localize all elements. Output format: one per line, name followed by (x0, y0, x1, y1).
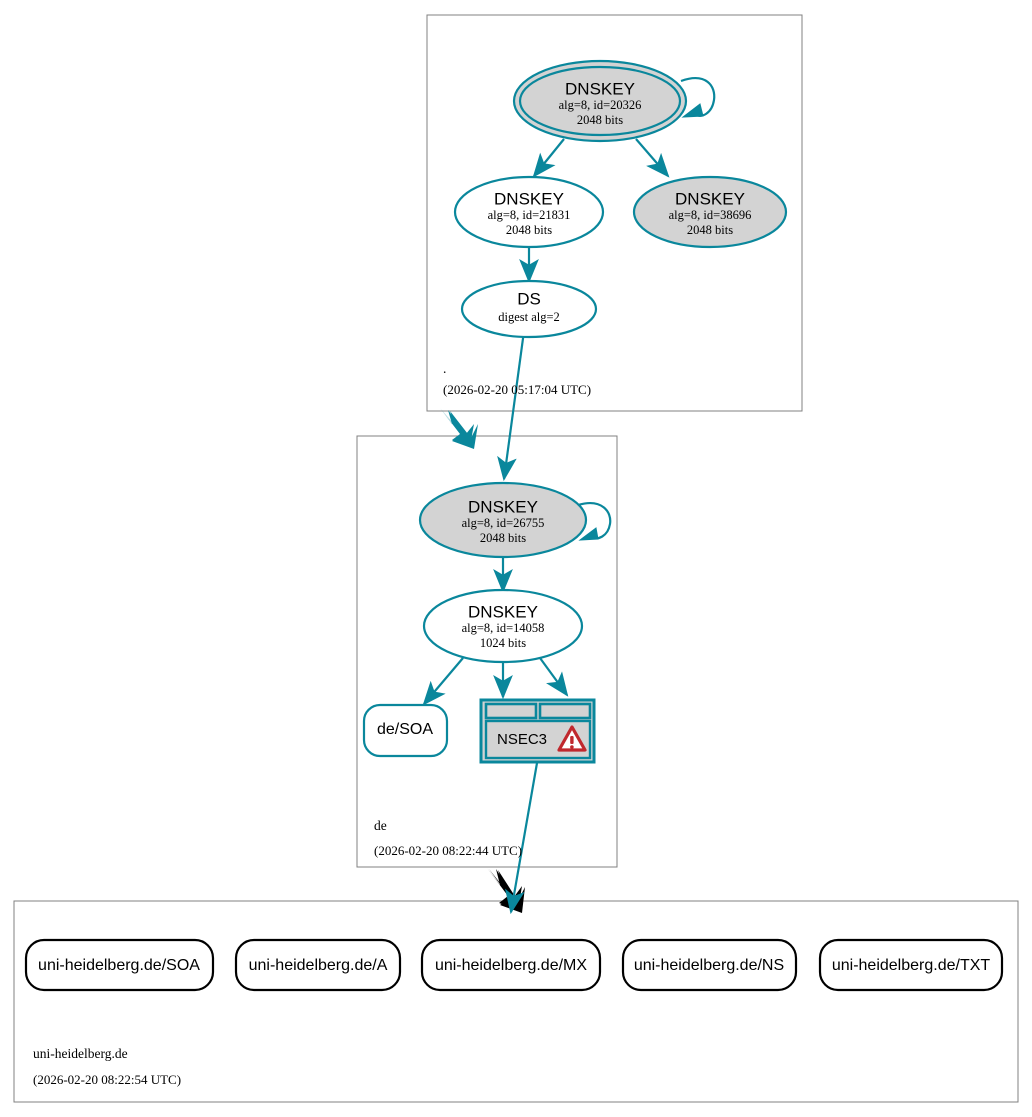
node-line2: alg=8, id=38696 (669, 208, 752, 222)
rrset-node-uni-heidelberg-de-txt[interactable]: uni-heidelberg.de/TXT (818, 938, 1004, 992)
node-label: de/SOA (377, 721, 433, 738)
node-dnskey-root-20326[interactable]: DNSKEY alg=8, id=20326 2048 bits (512, 59, 688, 143)
node-title: DNSKEY (675, 189, 745, 208)
node-dnskey-root-21831[interactable]: DNSKEY alg=8, id=21831 2048 bits (453, 175, 605, 249)
node-dnskey-de-14058[interactable]: DNSKEY alg=8, id=14058 1024 bits (422, 588, 584, 664)
rrset-node-uni-heidelberg-de-ns[interactable]: uni-heidelberg.de/NS (621, 938, 798, 992)
node-label: NSEC3 (497, 731, 547, 748)
zone-timestamp-root: (2026-02-20 05:17:04 UTC) (443, 382, 591, 397)
rrset-node-uni-heidelberg-de-a[interactable]: uni-heidelberg.de/A (234, 938, 402, 992)
rrset-label: uni-heidelberg.de/A (249, 957, 388, 974)
node-dnskey-root-38696[interactable]: DNSKEY alg=8, id=38696 2048 bits (632, 175, 788, 249)
node-line2: alg=8, id=14058 (462, 621, 545, 635)
node-title: DNSKEY (468, 497, 538, 516)
node-line2: alg=8, id=21831 (488, 208, 571, 222)
node-line3: 2048 bits (506, 223, 552, 237)
zone-timestamp-uni-heidelberg-de: (2026-02-20 08:22:54 UTC) (33, 1072, 181, 1087)
edge-root-ksk-self-sign (680, 77, 716, 118)
node-line3: 2048 bits (577, 113, 623, 127)
node-rrset-de-nsec3[interactable]: NSEC3 (479, 698, 596, 764)
rrset-label: uni-heidelberg.de/NS (634, 957, 784, 974)
node-line2: digest alg=2 (498, 310, 560, 324)
node-title: DNSKEY (468, 602, 538, 621)
node-title: DS (517, 289, 541, 308)
edge-root-ksk-to-zsk21831 (532, 138, 565, 178)
zone-label-de: de (374, 818, 387, 833)
node-line3: 1024 bits (480, 636, 526, 650)
node-line2: alg=8, id=20326 (559, 98, 642, 112)
node-title: DNSKEY (565, 79, 635, 98)
rrset-node-uni-heidelberg-de-soa[interactable]: uni-heidelberg.de/SOA (24, 938, 215, 992)
node-ds-root[interactable]: DS digest alg=2 (460, 279, 598, 339)
rrset-node-uni-heidelberg-de-mx[interactable]: uni-heidelberg.de/MX (420, 938, 602, 992)
node-line2: alg=8, id=26755 (462, 516, 545, 530)
node-line3: 2048 bits (480, 531, 526, 545)
zone-label-root: . (443, 361, 446, 376)
edge-nsec3-to-uni-heidelberg (505, 762, 539, 915)
rrset-label: uni-heidelberg.de/MX (435, 957, 587, 974)
node-title: DNSKEY (494, 189, 564, 208)
delegation-arrow-root-to-de (440, 408, 478, 449)
edge-de-zsk-to-de-soa (422, 657, 464, 706)
node-rrset-de-soa[interactable]: de/SOA (362, 703, 449, 758)
edge-ds-to-de-ksk (497, 330, 526, 482)
rrset-label: uni-heidelberg.de/SOA (38, 957, 200, 974)
edge-de-zsk-to-nsec3-right (539, 657, 569, 697)
edge-root-ksk-to-key38696 (635, 138, 670, 178)
zone-timestamp-de: (2026-02-20 08:22:44 UTC) (374, 843, 522, 858)
node-line3: 2048 bits (687, 223, 733, 237)
node-dnskey-de-26755[interactable]: DNSKEY alg=8, id=26755 2048 bits (418, 481, 588, 559)
zone-label-uni-heidelberg-de: uni-heidelberg.de (33, 1046, 128, 1061)
warning-triangle-icon (557, 725, 587, 752)
edge-de-ksk-self-sign (577, 502, 612, 541)
rrset-label: uni-heidelberg.de/TXT (832, 957, 991, 974)
